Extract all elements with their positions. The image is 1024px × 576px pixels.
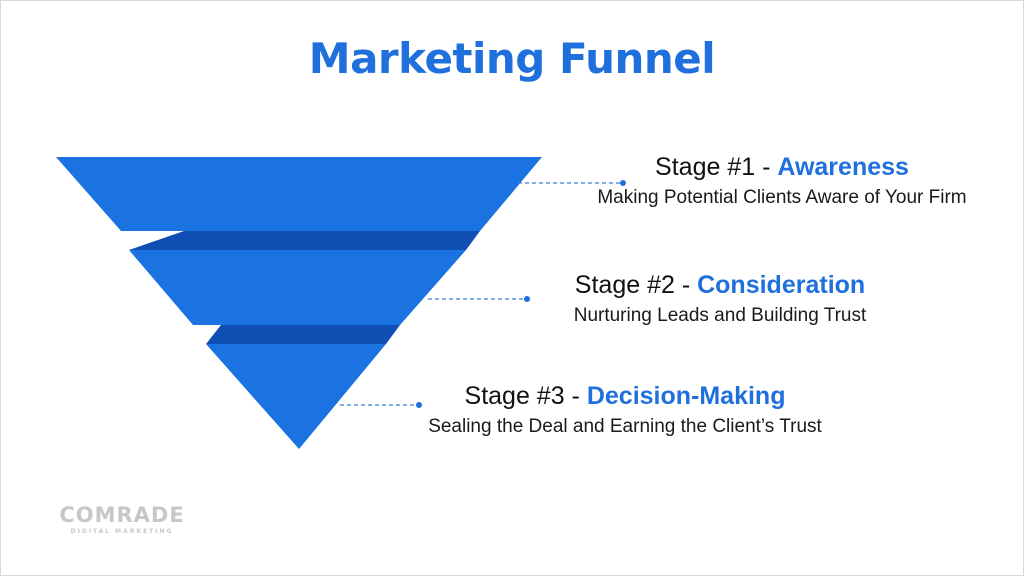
stage-1-label: Stage #1 - Awareness Making Potential Cl… — [566, 152, 998, 211]
stage-3-name: Decision-Making — [586, 382, 786, 410]
stage-1-prefix: Stage #1 - — [655, 153, 778, 181]
funnel-tier-1 — [56, 157, 542, 231]
stage-2-label: Stage #2 - Consideration Nurturing Leads… — [520, 270, 920, 329]
connector-dot-1 — [620, 180, 626, 186]
funnel-shadow-band-2 — [206, 325, 400, 344]
stage-3-heading: Stage #3 - Decision-Making — [395, 381, 855, 411]
connector-dot-2 — [524, 296, 530, 302]
funnel-shadow-band-1 — [129, 231, 480, 250]
stage-2-name: Consideration — [697, 271, 866, 299]
stage-3-description: Sealing the Deal and Earning the Client’… — [428, 416, 822, 437]
connector-dot-3 — [416, 402, 422, 408]
comrade-logo: COMRADE DIGITAL MARKETING — [52, 503, 192, 537]
stage-3-label: Stage #3 - Decision-Making Sealing the D… — [395, 381, 855, 440]
funnel-tier-3 — [206, 344, 386, 449]
stage-3-prefix: Stage #3 - — [464, 382, 587, 410]
stage-1-description: Making Potential Clients Aware of Your F… — [597, 187, 967, 208]
stage-1-name: Awareness — [777, 153, 909, 181]
stage-2-description: Nurturing Leads and Building Trust — [573, 305, 867, 326]
stage-2-heading: Stage #2 - Consideration — [520, 270, 920, 300]
logo-tagline: DIGITAL MARKETING — [70, 528, 174, 535]
page-title: Marketing Funnel — [308, 34, 716, 83]
stage-2-prefix: Stage #2 - — [574, 271, 698, 299]
logo-wordmark: COMRADE — [59, 503, 185, 527]
funnel-tier-2 — [129, 250, 466, 325]
stage-1-heading: Stage #1 - Awareness — [566, 152, 998, 182]
